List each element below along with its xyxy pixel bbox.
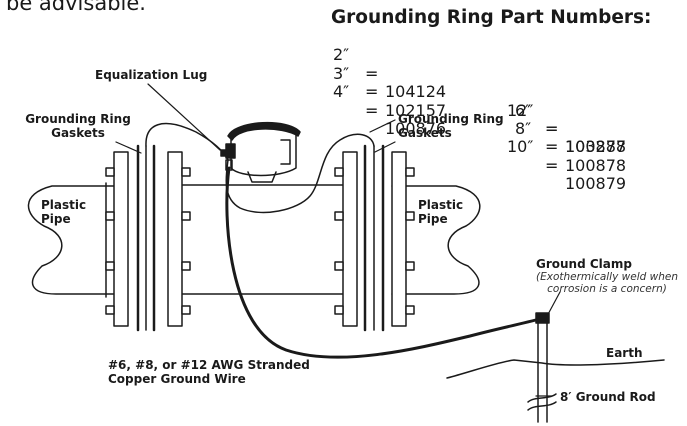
plastic-pipe-left-line: Plastic (41, 198, 87, 212)
part-separator: = (365, 82, 379, 102)
part-number: 100878 (565, 155, 627, 175)
plastic-pipe-left (27, 182, 121, 298)
ground-wire-label: #6, #8, or #12 AWG Stranded Copper Groun… (108, 358, 310, 386)
part-number: 100879 (565, 174, 627, 194)
part-row: 4″ = 100876 10″ = 100879 (331, 65, 626, 212)
part-size: 3″ (333, 63, 350, 83)
plastic-pipe-right-line: Pipe (418, 212, 448, 226)
flange-assembly-right (334, 144, 415, 332)
earth-label: Earth (606, 346, 643, 360)
gaskets-right-line: Gaskets (398, 126, 452, 140)
ground-rod (527, 312, 557, 423)
part-numbers-title: Grounding Ring Part Numbers: (331, 7, 652, 28)
flange-assembly-left (105, 144, 191, 332)
transmitter-head (220, 122, 301, 183)
ground-clamp-note-line: (Exothermically weld when (536, 271, 678, 283)
gaskets-left-line: Gaskets (51, 126, 105, 140)
part-number: 100877 (565, 137, 627, 157)
plastic-pipe-right (391, 185, 481, 295)
part-number: 103288 (565, 137, 627, 157)
part-size: 8″ (515, 119, 532, 139)
part-separator: = (365, 63, 379, 83)
part-separator: = (545, 137, 559, 157)
part-number: 100876 (385, 119, 447, 139)
jumper-wire (145, 122, 375, 214)
part-size: 2″ (333, 45, 350, 65)
part-size: 10″ (507, 137, 534, 157)
ground-wire-line: Copper Ground Wire (108, 372, 246, 386)
gaskets-left-line: Grounding Ring (25, 112, 131, 126)
equalization-lug-label: Equalization Lug (95, 68, 208, 82)
gaskets-right-label: Grounding Ring Gaskets (398, 112, 504, 140)
ground-clamp-label: Ground Clamp (536, 257, 632, 271)
ground-clamp-note: (Exothermically weld when corrosion is a… (536, 271, 678, 295)
intro-text: be advisable. (6, 0, 146, 15)
part-size: 12″ (507, 100, 534, 120)
ground-wire-line: #6, #8, or #12 AWG Stranded (108, 358, 310, 372)
part-row: 2″ = 104124 6″ = 100877 (331, 28, 626, 175)
part-separator: = (545, 155, 559, 175)
ground-clamp-note-line: corrosion is a concern) (547, 283, 667, 295)
ground-rod-label: 8′ Ground Rod (560, 390, 656, 404)
plastic-pipe-right-line: Plastic (418, 198, 464, 212)
part-separator: = (365, 100, 379, 120)
part-row: 12″ = 103288 (331, 83, 626, 175)
part-size: 6″ (515, 100, 532, 120)
part-number: 102157 (385, 100, 447, 120)
gaskets-left-label: Grounding Ring Gaskets (8, 112, 148, 140)
part-separator: = (545, 119, 559, 138)
part-separator: = (545, 119, 559, 139)
plastic-pipe-right-label: Plastic Pipe (418, 198, 463, 226)
plastic-pipe-left-line: Pipe (41, 212, 71, 226)
gaskets-right-line: Grounding Ring (398, 112, 504, 126)
plastic-pipe-left-label: Plastic Pipe (41, 198, 86, 226)
ground-wire (225, 166, 545, 359)
earth-line (446, 359, 665, 379)
part-row: 3″ = 102157 8″ = 100878 (331, 46, 626, 193)
part-size: 4″ (333, 82, 350, 102)
part-number: 104124 (385, 82, 447, 102)
meter-body (179, 184, 346, 295)
